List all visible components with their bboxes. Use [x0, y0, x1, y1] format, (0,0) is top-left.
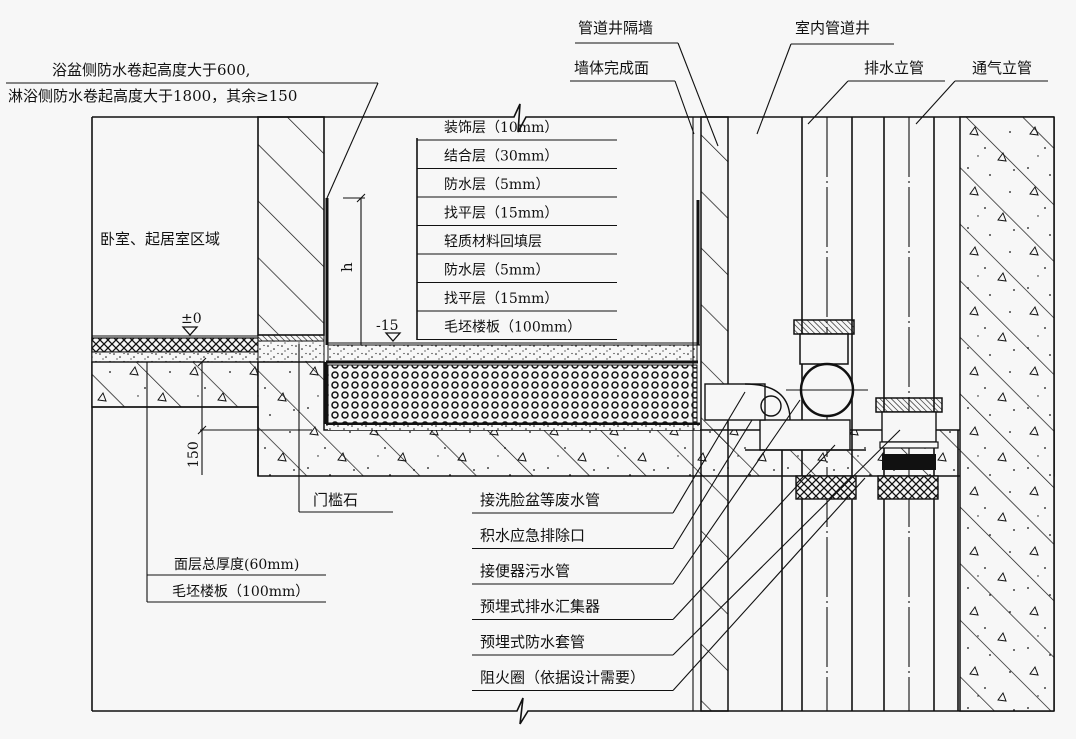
left-callouts: 门槛石 面层总厚度(60mm) 毛坯楼板（100mm） — [146, 344, 393, 603]
elevation-marker-bathroom: -15 — [376, 318, 402, 342]
dim-150-label: 150 — [186, 441, 202, 468]
callout-vent-riser: 通气立管 — [972, 59, 1032, 77]
layer-label: 找平层（15mm） — [444, 206, 558, 222]
layer-label: 装饰层（10mm） — [444, 120, 558, 136]
callout-shaft: 室内管道井 — [795, 19, 870, 37]
elevation-marker-room: ±0 — [181, 311, 202, 336]
fire-stop-collar — [795, 475, 857, 500]
bottom-callout-label: 阻火圈（依据设计需要） — [480, 669, 645, 687]
layer-label: 轻质材料回填层 — [444, 234, 542, 250]
elevation-room-label: ±0 — [181, 311, 202, 327]
layer-schedule: 装饰层（10mm） 结合层（30mm） 防水层（5mm） 找平层（15mm） 轻质材料回… — [416, 120, 617, 341]
bottom-callout-label: 接便器污水管 — [480, 562, 570, 580]
layer-label: 结合层（30mm） — [444, 149, 558, 165]
waterproof-upturn-note: 浴盆侧防水卷起高度大于600, 淋浴侧防水卷起高度大于1800，其余≥150 — [6, 61, 379, 199]
room-floor — [91, 335, 259, 408]
fire-stop-collar — [877, 475, 939, 500]
layer-label: 防水层（5mm） — [444, 177, 549, 193]
toilet-branch-sleeve — [875, 397, 943, 470]
callout-partition-wall: 管道井隔墙 — [578, 19, 653, 37]
bottom-callout-label: 积水应急排除口 — [480, 527, 585, 545]
callout-leader — [672, 399, 801, 585]
washbasin-waste-connection — [704, 383, 791, 421]
bathroom-floor-buildup — [324, 342, 700, 430]
dim-h-label: h — [338, 262, 356, 272]
note-line-1: 浴盆侧防水卷起高度大于600, — [52, 61, 250, 79]
bottom-callout-label: 接洗脸盆等废水管 — [480, 491, 600, 509]
callout-leader — [672, 419, 753, 549]
top-callouts: 管道井隔墙 墙体完成面 室内管道井 排水立管 通气立管 — [570, 19, 1048, 147]
threshold-stone — [257, 334, 325, 363]
callout-wall-finish: 墙体完成面 — [574, 59, 649, 77]
layer-label: 找平层（15mm） — [444, 291, 558, 307]
callout-leader — [672, 444, 836, 620]
callout-threshold: 门槛石 — [313, 491, 358, 509]
bottom-callouts: 接洗脸盆等废水管积水应急排除口接便器污水管预埋式排水汇集器预埋式防水套管阻火圈（… — [472, 391, 901, 692]
callout-leader — [672, 429, 901, 656]
elevation-bathroom-label: -15 — [376, 318, 399, 334]
slab-drop-dimension: 150 — [186, 357, 312, 475]
callout-drain-riser: 排水立管 — [864, 59, 924, 77]
note-line-2: 淋浴侧防水卷起高度大于1800，其余≥150 — [8, 87, 297, 105]
callout-leader — [672, 477, 866, 691]
callout-finish-thickness: 面层总厚度(60mm) — [174, 557, 299, 573]
bottom-callout-label: 预埋式防水套管 — [480, 633, 585, 651]
layer-label: 防水层（5mm） — [444, 263, 549, 279]
callout-rough-slab: 毛坯楼板（100mm） — [172, 584, 309, 600]
layer-label: 毛坯楼板（100mm） — [444, 320, 581, 336]
bottom-callout-label: 预埋式排水汇集器 — [480, 598, 600, 616]
callout-leader — [672, 391, 746, 514]
drain-collector — [745, 319, 868, 451]
room-area-label: 卧室、起居室区域 — [100, 230, 220, 248]
leader-line — [326, 82, 379, 199]
upturn-height-dimension: h — [338, 193, 366, 346]
room-partition-wall — [257, 116, 325, 336]
